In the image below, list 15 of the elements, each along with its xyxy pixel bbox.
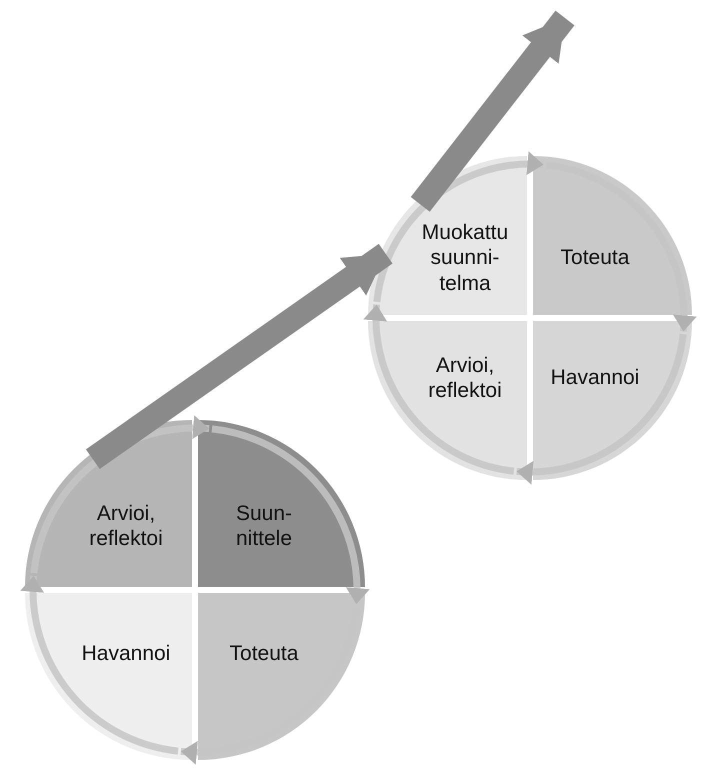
cycle-arrow: [21, 576, 179, 755]
stage-label: Muokattu suunni-telma: [420, 220, 510, 296]
cycle-arrow: [364, 304, 514, 475]
cycle-arrow: [211, 425, 369, 604]
stage-label: Suun-nittele: [234, 500, 294, 552]
stage-label: Arvioi, reflektoi: [427, 352, 503, 404]
stage-label: Arvioi, reflektoi: [88, 500, 164, 552]
cycle-arrow: [516, 334, 687, 484]
cycle-arrow: [373, 152, 544, 302]
stage-label: Havannoi: [550, 365, 640, 391]
stage-label: Toteuta: [560, 245, 630, 271]
stage-label: Toteuta: [228, 641, 300, 667]
block-arrow: [410, 10, 574, 212]
block-arrow: [86, 244, 393, 470]
stage-label: Havannoi: [80, 641, 172, 667]
